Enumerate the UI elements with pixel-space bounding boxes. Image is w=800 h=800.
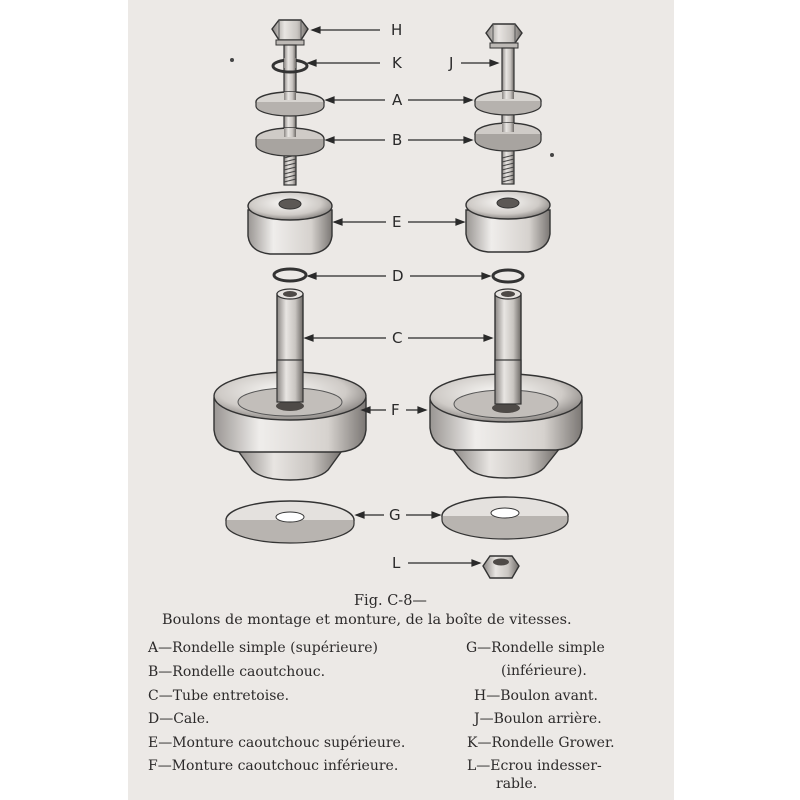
label-j: J — [449, 54, 454, 72]
lower-washer-g-right — [441, 496, 569, 540]
label-k: K — [392, 54, 402, 72]
label-e: E — [392, 213, 402, 231]
legend-item-l: L—Ecrou indesser- — [467, 758, 602, 774]
legend-item-c: C—Tube entretoise. — [148, 688, 290, 704]
upper-rubber-mount-e-left — [247, 191, 333, 255]
lower-rubber-mount-f-left — [213, 359, 367, 481]
legend-item-f: F—Monture caoutchouc inférieure. — [148, 758, 399, 774]
rubber-washer-b-right — [474, 122, 542, 152]
right-assembly — [429, 23, 583, 579]
legend-item-b: B—Rondelle caoutchouc. — [148, 664, 326, 680]
washer-a-right — [474, 90, 542, 116]
legend-item-a: A—Rondelle simple (supérieure) — [148, 640, 378, 656]
left-assembly — [213, 19, 367, 544]
label-d: D — [392, 267, 404, 285]
label-b: B — [392, 131, 403, 149]
shim-d-left — [272, 267, 308, 283]
lower-rubber-mount-f-right — [429, 359, 583, 479]
washer-a-left — [255, 91, 325, 117]
legend-item-d: D—Cale. — [148, 711, 210, 727]
leader-lines — [303, 26, 500, 567]
figure-number: Fig. C-8— — [354, 593, 427, 609]
legend-item-j: J—Boulon arrière. — [474, 711, 602, 727]
label-l: L — [392, 554, 401, 572]
legend-item-h: H—Boulon avant. — [474, 688, 599, 704]
lower-washer-g-left — [225, 500, 355, 544]
bolt-head-rear — [485, 23, 523, 49]
legend-item-g-cont: (inférieure). — [501, 663, 587, 679]
label-g: G — [389, 506, 401, 524]
document-page: H K J A B E D C F G L Fig. C-8— Boulons … — [128, 0, 674, 800]
exploded-view-diagram — [213, 19, 583, 579]
label-f: F — [391, 401, 400, 419]
legend-item-k: K—Rondelle Grower. — [467, 735, 615, 751]
legend-item-e: E—Monture caoutchouc supérieure. — [148, 735, 406, 751]
bolt-head-front — [271, 19, 309, 46]
label-a: A — [392, 91, 403, 109]
legend-item-l-cont: rable. — [496, 776, 538, 792]
lock-nut-l — [482, 555, 520, 579]
legend-item-g: G—Rondelle simple — [466, 640, 605, 656]
figure-title: Boulons de montage et monture, de la boî… — [162, 612, 572, 628]
shim-d-right — [491, 268, 525, 284]
upper-rubber-mount-e-right — [465, 190, 551, 253]
bolt-thread-rear — [501, 154, 515, 183]
scan-speck — [230, 58, 234, 62]
label-c: C — [392, 329, 403, 347]
spring-washer-k — [271, 58, 309, 74]
scan-speck — [550, 153, 554, 157]
label-h: H — [391, 21, 403, 39]
rubber-washer-b-left — [255, 127, 325, 157]
